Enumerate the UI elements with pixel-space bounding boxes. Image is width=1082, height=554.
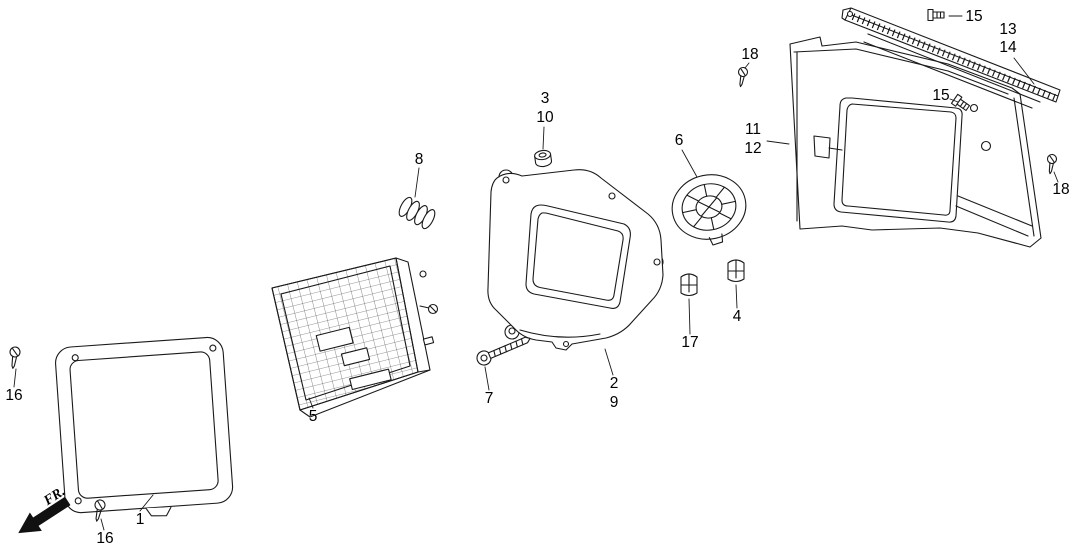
part-label-17: 17 bbox=[681, 334, 699, 351]
part-15-bolt-upper-drawing bbox=[927, 8, 945, 22]
part-11-12-panel-drawing bbox=[789, 36, 1042, 248]
leader-lines bbox=[13, 15, 1059, 531]
part-3-10-nut-drawing bbox=[534, 149, 553, 168]
part-label-16-upper: 16 bbox=[5, 387, 23, 404]
part-label-7: 7 bbox=[484, 390, 494, 407]
part-label-16-lower: 16 bbox=[96, 530, 114, 547]
part-label-13: 13 bbox=[999, 21, 1017, 38]
part-label-15-lower: 15 bbox=[932, 87, 950, 104]
part-label-3: 3 bbox=[540, 90, 550, 107]
part-16-screw-upper-drawing bbox=[9, 346, 21, 369]
part-8-spring-drawing bbox=[398, 196, 436, 230]
part-label-15-upper: 15 bbox=[965, 8, 983, 25]
part-4-clip-drawing bbox=[727, 259, 745, 283]
part-label-8: 8 bbox=[414, 151, 424, 168]
part-label-6: 6 bbox=[674, 132, 684, 149]
part-1-rim-drawing bbox=[55, 336, 234, 517]
part-label-9: 9 bbox=[609, 394, 619, 411]
part-label-1: 1 bbox=[135, 511, 145, 528]
part-label-5: 5 bbox=[308, 408, 318, 425]
part-13-14-molding-drawing bbox=[841, 7, 1061, 109]
part-15-bolt-lower-drawing bbox=[950, 93, 971, 112]
fr-direction-arrow bbox=[18, 496, 71, 534]
part-label-18-right: 18 bbox=[1052, 181, 1070, 198]
part-label-14: 14 bbox=[999, 39, 1017, 56]
part-5-lens-drawing bbox=[271, 257, 439, 418]
part-6-seal-drawing bbox=[671, 174, 747, 246]
part-16-screw-lower-drawing bbox=[94, 499, 106, 522]
part-label-2: 2 bbox=[609, 375, 619, 392]
part-2-9-housing-drawing bbox=[487, 169, 664, 351]
part-label-10: 10 bbox=[536, 109, 554, 126]
part-label-11: 11 bbox=[744, 121, 762, 138]
part-18-screw-left-drawing bbox=[737, 66, 749, 88]
part-18-screw-right-drawing bbox=[1046, 153, 1058, 175]
part-17-clip-drawing bbox=[680, 273, 698, 297]
part-label-12: 12 bbox=[744, 140, 762, 157]
part-label-18-left: 18 bbox=[741, 46, 759, 63]
part-label-4: 4 bbox=[732, 308, 742, 325]
part-7-bolt-drawing bbox=[476, 336, 531, 366]
